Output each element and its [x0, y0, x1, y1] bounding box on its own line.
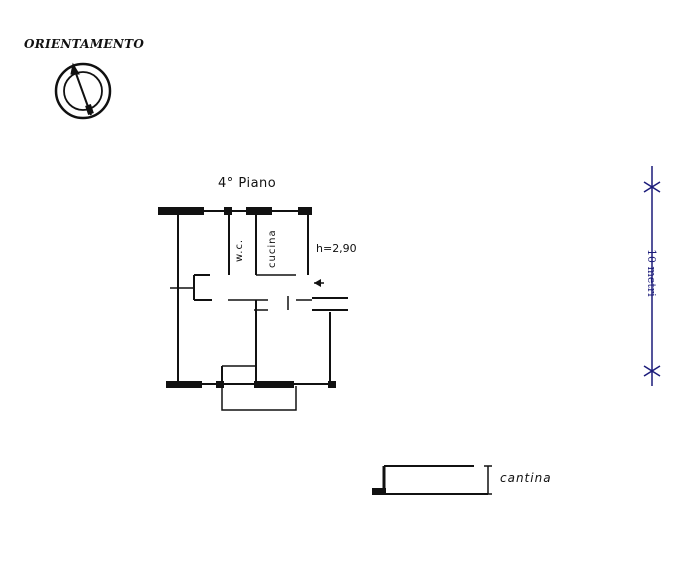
floor-label: 4° Piano [218, 176, 277, 191]
scale-bar [643, 166, 661, 386]
apartment-walls [158, 207, 348, 411]
room-label-wc: w.c. [234, 238, 245, 262]
room-label-cucina: cucina [267, 229, 278, 268]
compass-icon [54, 62, 112, 120]
cellar-label: cantina [500, 471, 552, 485]
cellar-drawing [372, 465, 492, 495]
orientation-label: ORIENTAMENTO [24, 37, 145, 51]
ceiling-height-label: h=2,90 [316, 242, 357, 255]
scale-label: 10 metri [645, 249, 658, 297]
